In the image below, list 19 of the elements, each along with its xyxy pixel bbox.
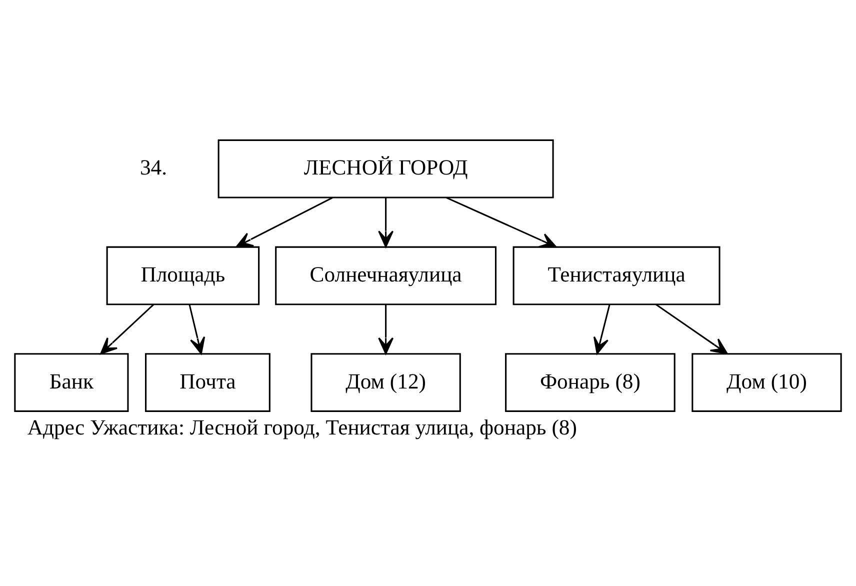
arrow bbox=[593, 304, 610, 354]
node-box: Банк bbox=[14, 352, 129, 412]
node-box: Фонарь (8) bbox=[505, 352, 676, 412]
node-box: Почта bbox=[145, 352, 270, 412]
arrow bbox=[378, 197, 394, 247]
node-box: Дом (10) bbox=[692, 352, 842, 412]
node-box: ЛЕСНОЙ ГОРОД bbox=[218, 138, 554, 198]
arrow bbox=[656, 303, 728, 354]
node-box: Дом (12) bbox=[310, 352, 461, 412]
label: 34. bbox=[140, 155, 168, 180]
node-box: Солнечнаяулица bbox=[275, 246, 497, 305]
arrow bbox=[100, 303, 154, 354]
node-box: Площадь bbox=[106, 246, 260, 305]
arrow bbox=[378, 304, 394, 354]
arrow bbox=[236, 196, 333, 247]
arrow bbox=[188, 304, 206, 354]
arrow bbox=[446, 196, 557, 248]
caption: Адрес Ужастика: Лесной город, Тенистая улица, фонарь (8) bbox=[27, 415, 577, 440]
node-box: Тенистаяулица bbox=[512, 246, 720, 305]
